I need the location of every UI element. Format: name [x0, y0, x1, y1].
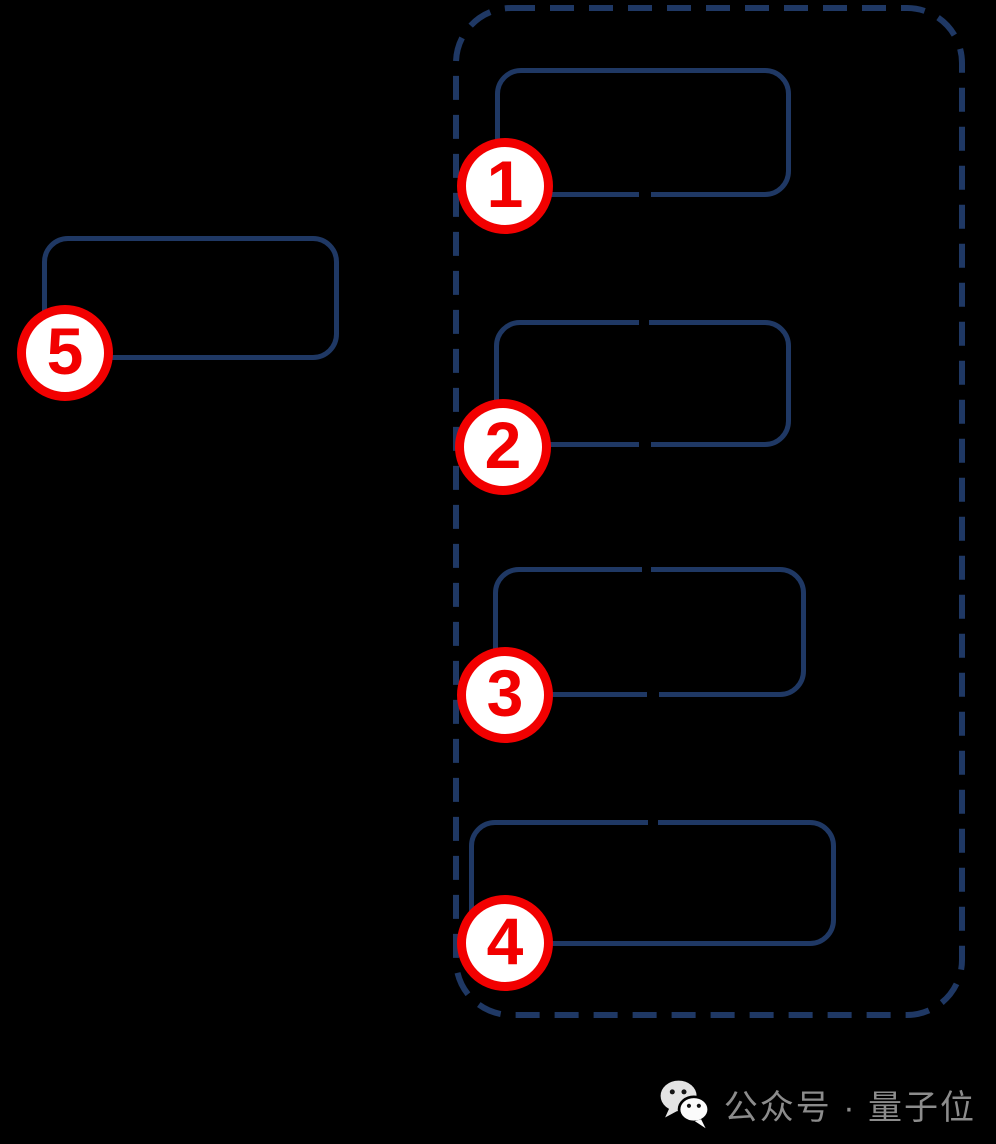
- step-box-3: [493, 566, 806, 698]
- number-badge-3: 3: [457, 647, 553, 743]
- badge-label: 5: [46, 314, 84, 388]
- outline-gap: [639, 187, 651, 198]
- outline-gap: [642, 566, 651, 577]
- badge-label: 2: [484, 408, 522, 482]
- number-badge-5: 5: [17, 305, 113, 401]
- watermark: 公众号 · 量子位: [657, 1074, 976, 1134]
- number-badge-1: 1: [457, 138, 553, 234]
- watermark-text: 公众号 · 量子位: [723, 1088, 976, 1127]
- number-badge-2: 2: [455, 399, 551, 495]
- badge-label: 3: [486, 656, 524, 730]
- badge-label: 1: [486, 147, 524, 221]
- step-box-4: [469, 819, 836, 946]
- outline-gap: [647, 687, 659, 698]
- badge-label: 4: [486, 904, 524, 978]
- step-box-5: [42, 236, 339, 360]
- outline-gap: [648, 819, 658, 830]
- wechat-icon: [660, 1080, 710, 1129]
- outline-gap: [639, 319, 649, 330]
- number-badge-4: 4: [457, 895, 553, 991]
- step-box-2: [494, 319, 791, 448]
- wechat-small-bubble: [677, 1095, 710, 1129]
- outline-gap: [639, 437, 651, 448]
- step-box-1: [495, 68, 791, 198]
